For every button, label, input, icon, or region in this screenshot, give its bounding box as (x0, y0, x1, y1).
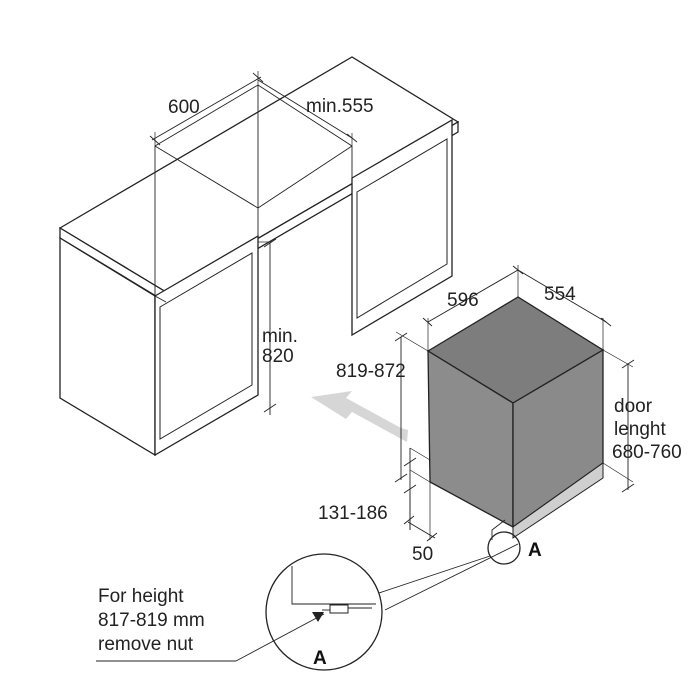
door-length-label-line3: 680-760 (612, 442, 682, 463)
dimension-appliance-width: 596 (422, 265, 524, 351)
door-length-label-line2: lenght (614, 419, 666, 440)
dimension-niche-depth: min.555 (257, 79, 374, 146)
note-line-2: 817-819 mm (98, 610, 205, 631)
niche-depth-label: min.555 (306, 96, 374, 117)
dimension-door-length: door lenght 680-760 (602, 349, 682, 493)
detail-a-marker-circle (487, 531, 521, 565)
dimension-plinth-depth: 50 (403, 482, 438, 565)
niche-height-label-line1: min. (262, 326, 298, 347)
insertion-arrow (311, 391, 408, 442)
appliance-depth-label: 554 (544, 284, 576, 305)
dimension-plinth-height: 131-186 (318, 447, 431, 530)
left-cabinet-door (159, 252, 253, 440)
note-line-1: For height (98, 586, 184, 607)
note: For height 817-819 mm remove nut (96, 586, 325, 662)
adjustment-nut (329, 604, 349, 614)
detail-a-callout: A (357, 531, 542, 611)
detail-a-label: A (313, 648, 327, 669)
niche-height-label-line2: 820 (262, 346, 294, 367)
dimension-niche-width: 600 (149, 71, 264, 146)
dimension-appliance-height: 819-872 (336, 331, 429, 483)
door-length-label-line1: door (614, 396, 653, 417)
kitchen-cabinets (58, 56, 460, 457)
appliance-height-label: 819-872 (336, 361, 406, 382)
note-line-3: remove nut (98, 634, 194, 655)
niche-width-label: 600 (168, 97, 200, 118)
right-cabinet-door (356, 138, 448, 319)
appliance-width-label: 596 (447, 290, 479, 311)
note-arrowhead (312, 612, 324, 622)
detail-a-marker-label: A (528, 540, 542, 561)
dimension-appliance-depth: 554 (517, 269, 612, 350)
plinth-depth-label: 50 (412, 544, 433, 565)
plinth-height-label: 131-186 (318, 503, 388, 524)
dimension-niche-height: min. 820 (258, 238, 298, 415)
dishwasher (426, 296, 605, 540)
